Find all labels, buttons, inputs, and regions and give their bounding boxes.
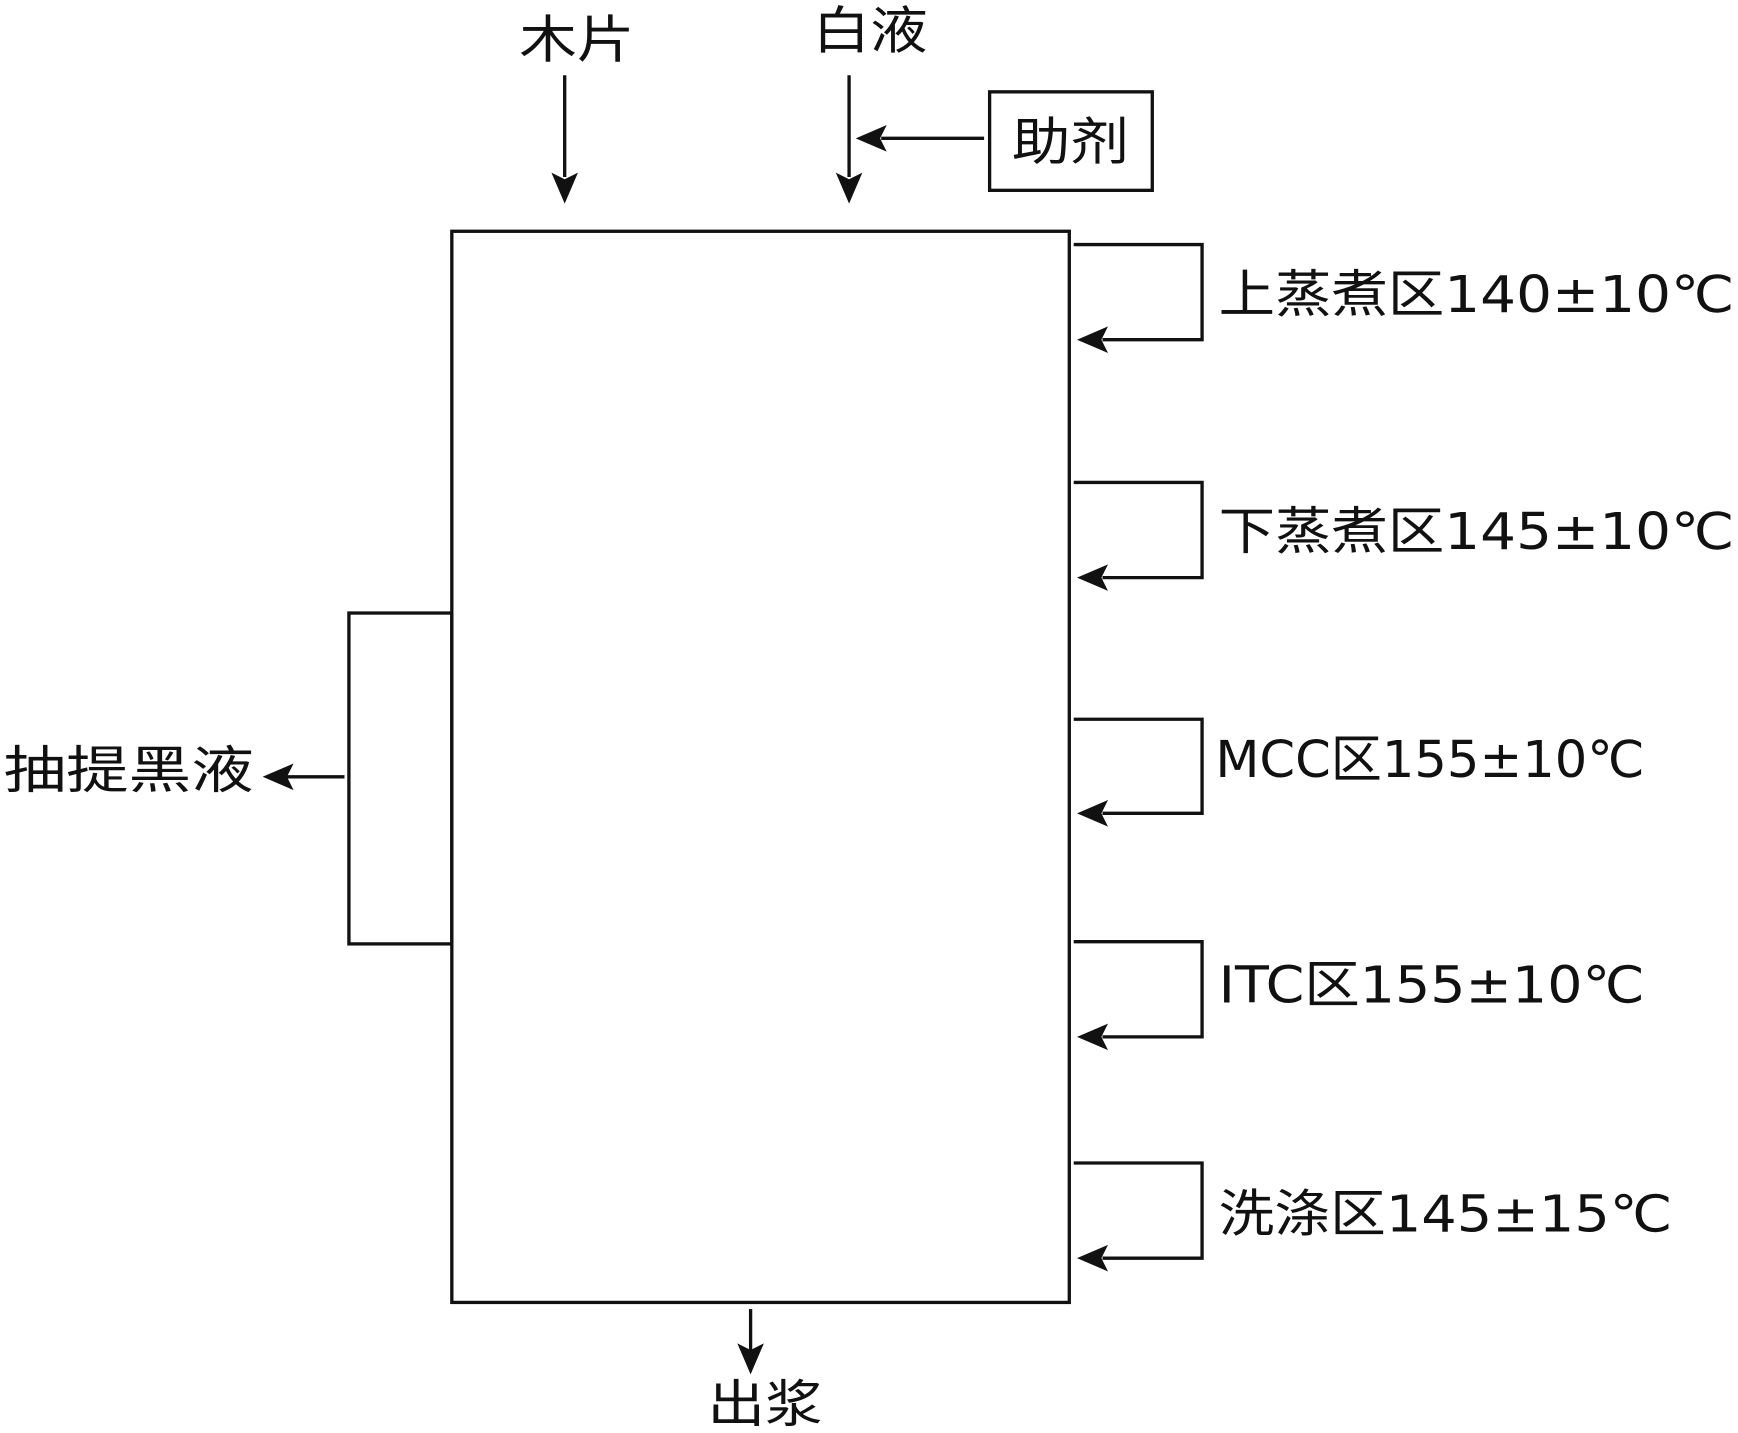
zone-lower-cooking: 下蒸煮区145±10℃ (1073, 480, 1735, 591)
zone-washing: 洗涤区145±15℃ (1073, 1161, 1673, 1272)
white-liquor-arrowhead (835, 172, 863, 204)
zone-itc: ITC区155±10℃ (1073, 940, 1645, 1051)
zone-label: 洗涤区145±15℃ (1219, 1186, 1673, 1245)
zone-label: MCC区155±10℃ (1215, 731, 1644, 790)
circulation-arrowhead (1077, 1023, 1109, 1051)
black-liquor-arrowhead (262, 763, 294, 791)
digester-vessel (450, 229, 1071, 1305)
circulation-arrowhead (1077, 564, 1109, 591)
pulp-out-arrowhead (737, 1343, 764, 1375)
zone-mcc: MCC区155±10℃ (1073, 717, 1645, 827)
zone-upper-cooking: 上蒸煮区140±10℃ (1073, 242, 1735, 353)
wood-chips-label: 木片 (519, 12, 634, 71)
additive-label: 助剂 (1012, 113, 1129, 172)
zone-label: 下蒸煮区145±10℃ (1219, 503, 1735, 562)
zone-label: 上蒸煮区140±10℃ (1219, 266, 1735, 325)
additive-arrowhead (855, 125, 887, 152)
additive-box (987, 90, 1154, 192)
zone-label: ITC区155±10℃ (1219, 957, 1645, 1016)
white-liquor-label: 白液 (813, 3, 928, 62)
circulation-arrowhead (1077, 800, 1109, 827)
extracted-black-liquor-label: 抽提黑液 (4, 742, 254, 801)
extraction-screen-box (347, 611, 454, 946)
wood-chips-arrowhead (551, 172, 578, 204)
pulp-out-label: 出浆 (707, 1376, 822, 1433)
circulation-arrowhead (1077, 1244, 1109, 1272)
circulation-arrowhead (1077, 326, 1109, 353)
